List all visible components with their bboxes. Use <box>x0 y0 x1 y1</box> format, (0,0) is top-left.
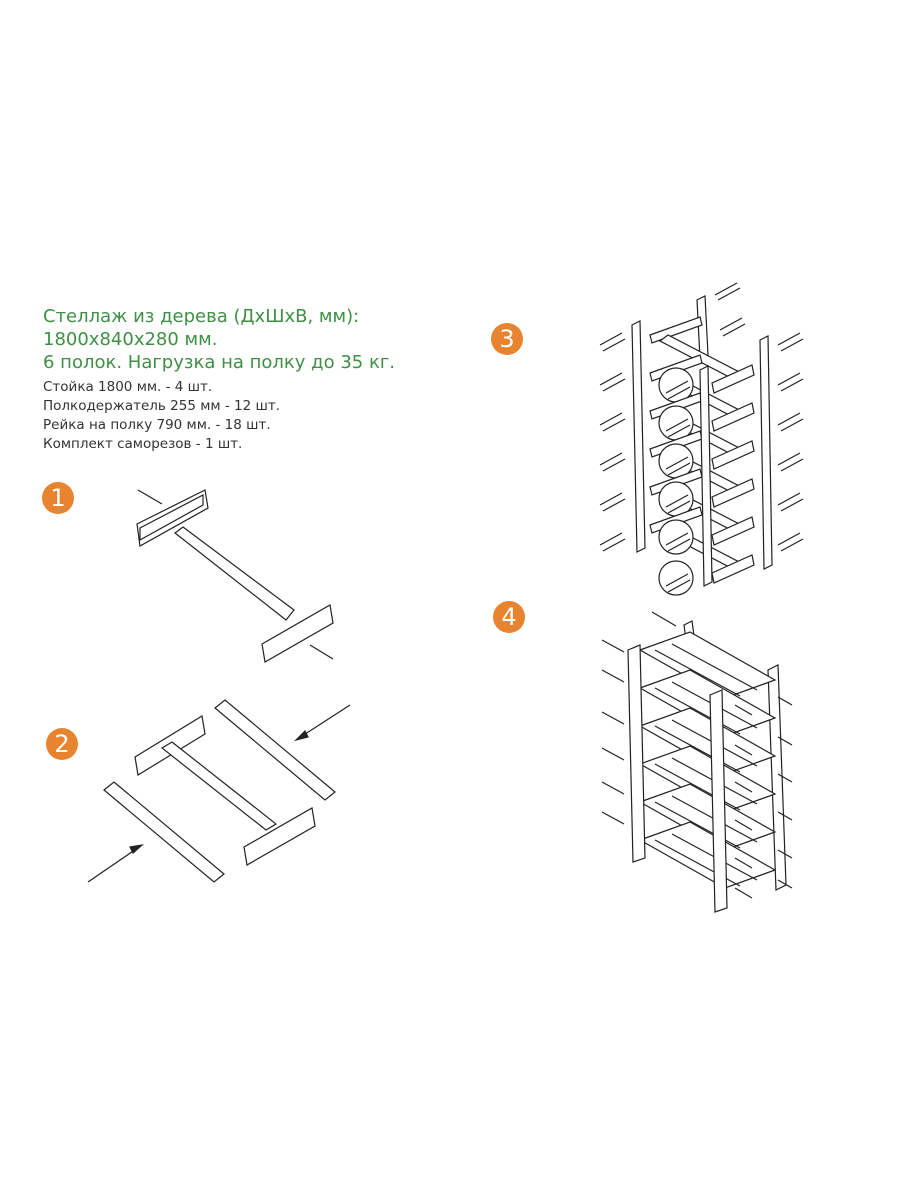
screw <box>777 696 793 706</box>
screw <box>651 611 677 627</box>
post-front-right <box>709 689 728 913</box>
post-front <box>699 365 713 587</box>
screw <box>599 412 623 426</box>
screw <box>777 773 793 783</box>
shelf-bracket-front <box>711 402 755 432</box>
post-front-left <box>627 644 646 863</box>
step-badge-2: 2 <box>46 728 78 760</box>
product-title: Стеллаж из дерева (ДхШхВ, мм): 1800x840x… <box>43 305 395 374</box>
screw <box>780 418 804 432</box>
screw <box>719 317 743 331</box>
screw <box>734 857 753 869</box>
step-badge-4: 4 <box>493 601 525 633</box>
shelf-bracket-front <box>711 554 755 584</box>
screw <box>777 849 793 859</box>
screw <box>665 456 689 470</box>
shelf-rail <box>671 643 758 691</box>
screw <box>717 287 741 301</box>
step-badge-3: 3 <box>491 323 523 355</box>
parts-item: Комплект саморезов - 1 шт. <box>43 436 243 452</box>
shelf-bracket-front <box>711 478 755 508</box>
screw <box>602 338 626 352</box>
screw <box>665 573 689 587</box>
title-line: Стеллаж из дерева (ДхШхВ, мм): <box>43 306 360 327</box>
screw-detail-circle <box>658 519 694 555</box>
post-right <box>759 335 773 570</box>
screw <box>777 532 801 546</box>
screw <box>777 412 801 426</box>
screw <box>599 532 623 546</box>
shelf-bracket-front <box>711 364 755 394</box>
shelf-rail <box>654 687 741 735</box>
screw <box>777 372 801 386</box>
shelf-rail <box>654 725 741 773</box>
screw <box>780 498 804 512</box>
screw <box>667 538 691 552</box>
title-line: 6 полок. Нагрузка на полку до 35 кг. <box>43 352 395 373</box>
step-2-diagram <box>87 699 351 883</box>
screw <box>734 704 753 716</box>
post-left <box>631 320 646 553</box>
screw <box>665 494 689 508</box>
screw <box>599 332 623 346</box>
step-1-diagram <box>136 489 334 663</box>
screw <box>602 458 626 472</box>
screw <box>665 532 689 546</box>
screw <box>777 492 801 506</box>
parts-item: Стойка 1800 мм. - 4 шт. <box>43 379 213 395</box>
step-3-diagram <box>599 282 804 596</box>
title-line: 1800x840x280 мм. <box>43 329 218 350</box>
screw <box>780 458 804 472</box>
screw-detail-circle <box>658 560 694 596</box>
screw <box>777 332 801 346</box>
screw <box>601 711 625 725</box>
screw <box>777 811 793 821</box>
screw <box>714 282 738 296</box>
screw <box>667 424 691 438</box>
screw <box>780 378 804 392</box>
screw <box>602 378 626 392</box>
step-badge-1: 1 <box>42 482 74 514</box>
screw <box>667 386 691 400</box>
screw <box>601 781 625 795</box>
shelf-bracket-front <box>711 440 755 470</box>
screw <box>599 372 623 386</box>
screw <box>734 781 753 793</box>
shelf-bracket-back <box>649 316 703 344</box>
screw <box>722 323 746 337</box>
screw <box>599 452 623 466</box>
parts-list: Стойка 1800 мм. - 4 шт. Полкодержатель 2… <box>43 378 280 454</box>
step-4-diagram <box>601 611 793 913</box>
screw <box>777 879 793 889</box>
screw <box>667 500 691 514</box>
shelf-rail <box>654 763 741 811</box>
shelf-rail <box>654 649 741 697</box>
screw <box>665 418 689 432</box>
screw <box>777 736 793 746</box>
screw <box>601 747 625 761</box>
screw <box>667 579 691 593</box>
screw <box>777 452 801 466</box>
parts-item: Рейка на полку 790 мм. - 18 шт. <box>43 417 271 433</box>
screw <box>780 338 804 352</box>
screw <box>780 538 804 552</box>
screw <box>734 887 753 899</box>
post-back <box>696 295 709 360</box>
screw <box>599 492 623 506</box>
screw <box>602 538 626 552</box>
screw <box>734 819 753 831</box>
screw <box>601 669 625 683</box>
screw <box>667 462 691 476</box>
shelf-bracket-front <box>711 516 755 546</box>
screw <box>601 811 625 825</box>
screw <box>734 744 753 756</box>
screw <box>601 639 625 653</box>
parts-item: Полкодержатель 255 мм - 12 шт. <box>43 398 281 414</box>
screw <box>665 380 689 394</box>
screw <box>602 418 626 432</box>
screw <box>602 498 626 512</box>
